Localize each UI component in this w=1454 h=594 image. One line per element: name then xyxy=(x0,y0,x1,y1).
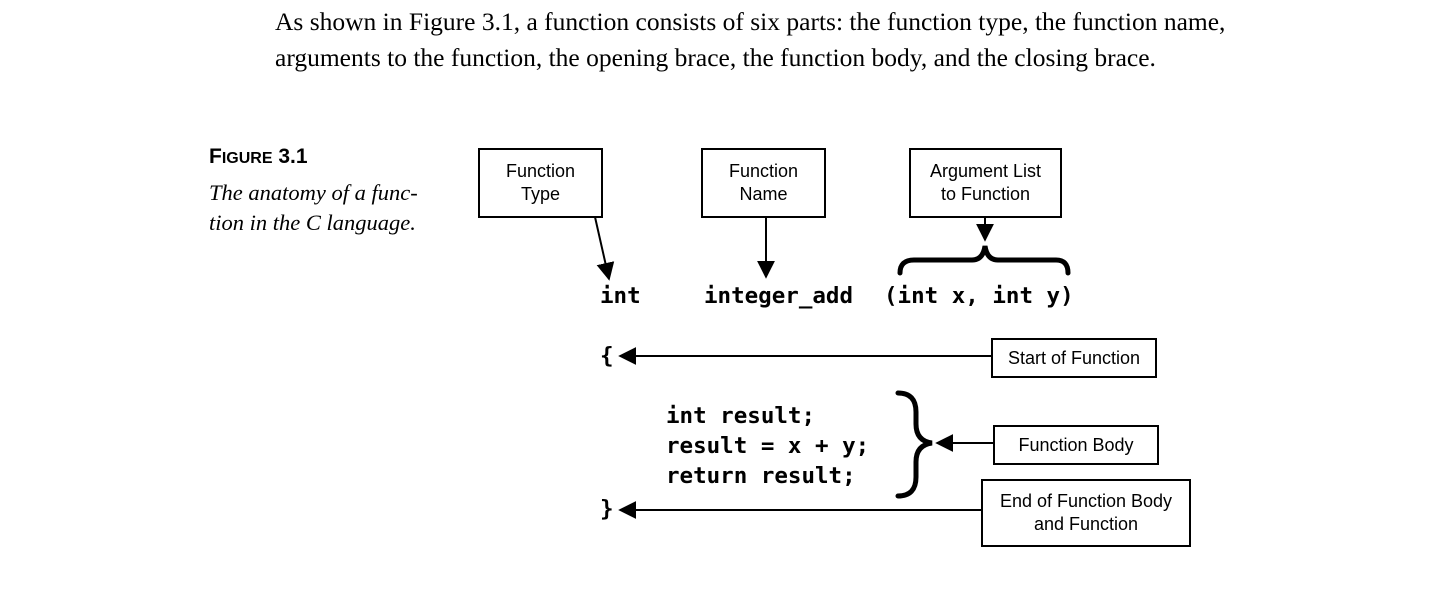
arrow-function-type xyxy=(594,216,615,281)
code-function-name: integer_add xyxy=(704,283,854,309)
code-body-line: return result; xyxy=(666,463,856,489)
figure-caption-line: tion in the C language. xyxy=(209,210,416,235)
code-open-brace: { xyxy=(600,343,614,369)
code-return-type: int xyxy=(600,283,641,309)
box-label-line: and Function xyxy=(1033,514,1139,534)
code-body-line: int result; xyxy=(666,403,816,429)
function-body-box: Function Body xyxy=(993,425,1159,465)
box-label-line: End of Function Body xyxy=(999,491,1173,511)
figure-caption-line: The anatomy of a func- xyxy=(209,180,418,205)
box-label-line: Function Body xyxy=(1018,434,1134,455)
function-name-box: Function Name xyxy=(701,148,826,218)
figure-label-smallcaps: IGURE xyxy=(221,150,273,167)
start-of-function-box: Start of Function xyxy=(991,338,1157,378)
figure-label-number: 3.1 xyxy=(272,145,308,168)
figure-label: FIGURE 3.1 xyxy=(209,145,308,169)
code-close-brace: } xyxy=(600,496,614,522)
box-label-line: to Function xyxy=(940,184,1031,204)
code-argument-list: (int x, int y) xyxy=(884,283,1074,309)
box-label-line: Function xyxy=(728,161,799,181)
function-type-box: Function Type xyxy=(478,148,603,218)
argument-list-box: Argument List to Function xyxy=(909,148,1062,218)
box-label-line: Argument List xyxy=(929,161,1042,181)
figure-label-initial: F xyxy=(209,145,222,168)
code-body-line: result = x + y; xyxy=(666,433,870,459)
brace-argument-list xyxy=(897,245,1071,276)
end-of-function-box: End of Function Body and Function xyxy=(981,479,1191,547)
brace-function-body xyxy=(895,390,933,499)
box-label-line: Function xyxy=(505,161,576,181)
box-label-line: Type xyxy=(520,184,560,204)
figure-caption: The anatomy of a func- tion in the C lan… xyxy=(209,178,449,238)
box-label-line: Name xyxy=(739,184,788,204)
body-paragraph: As shown in Figure 3.1, a function consi… xyxy=(275,7,1226,72)
box-label-line: Start of Function xyxy=(1007,347,1141,368)
